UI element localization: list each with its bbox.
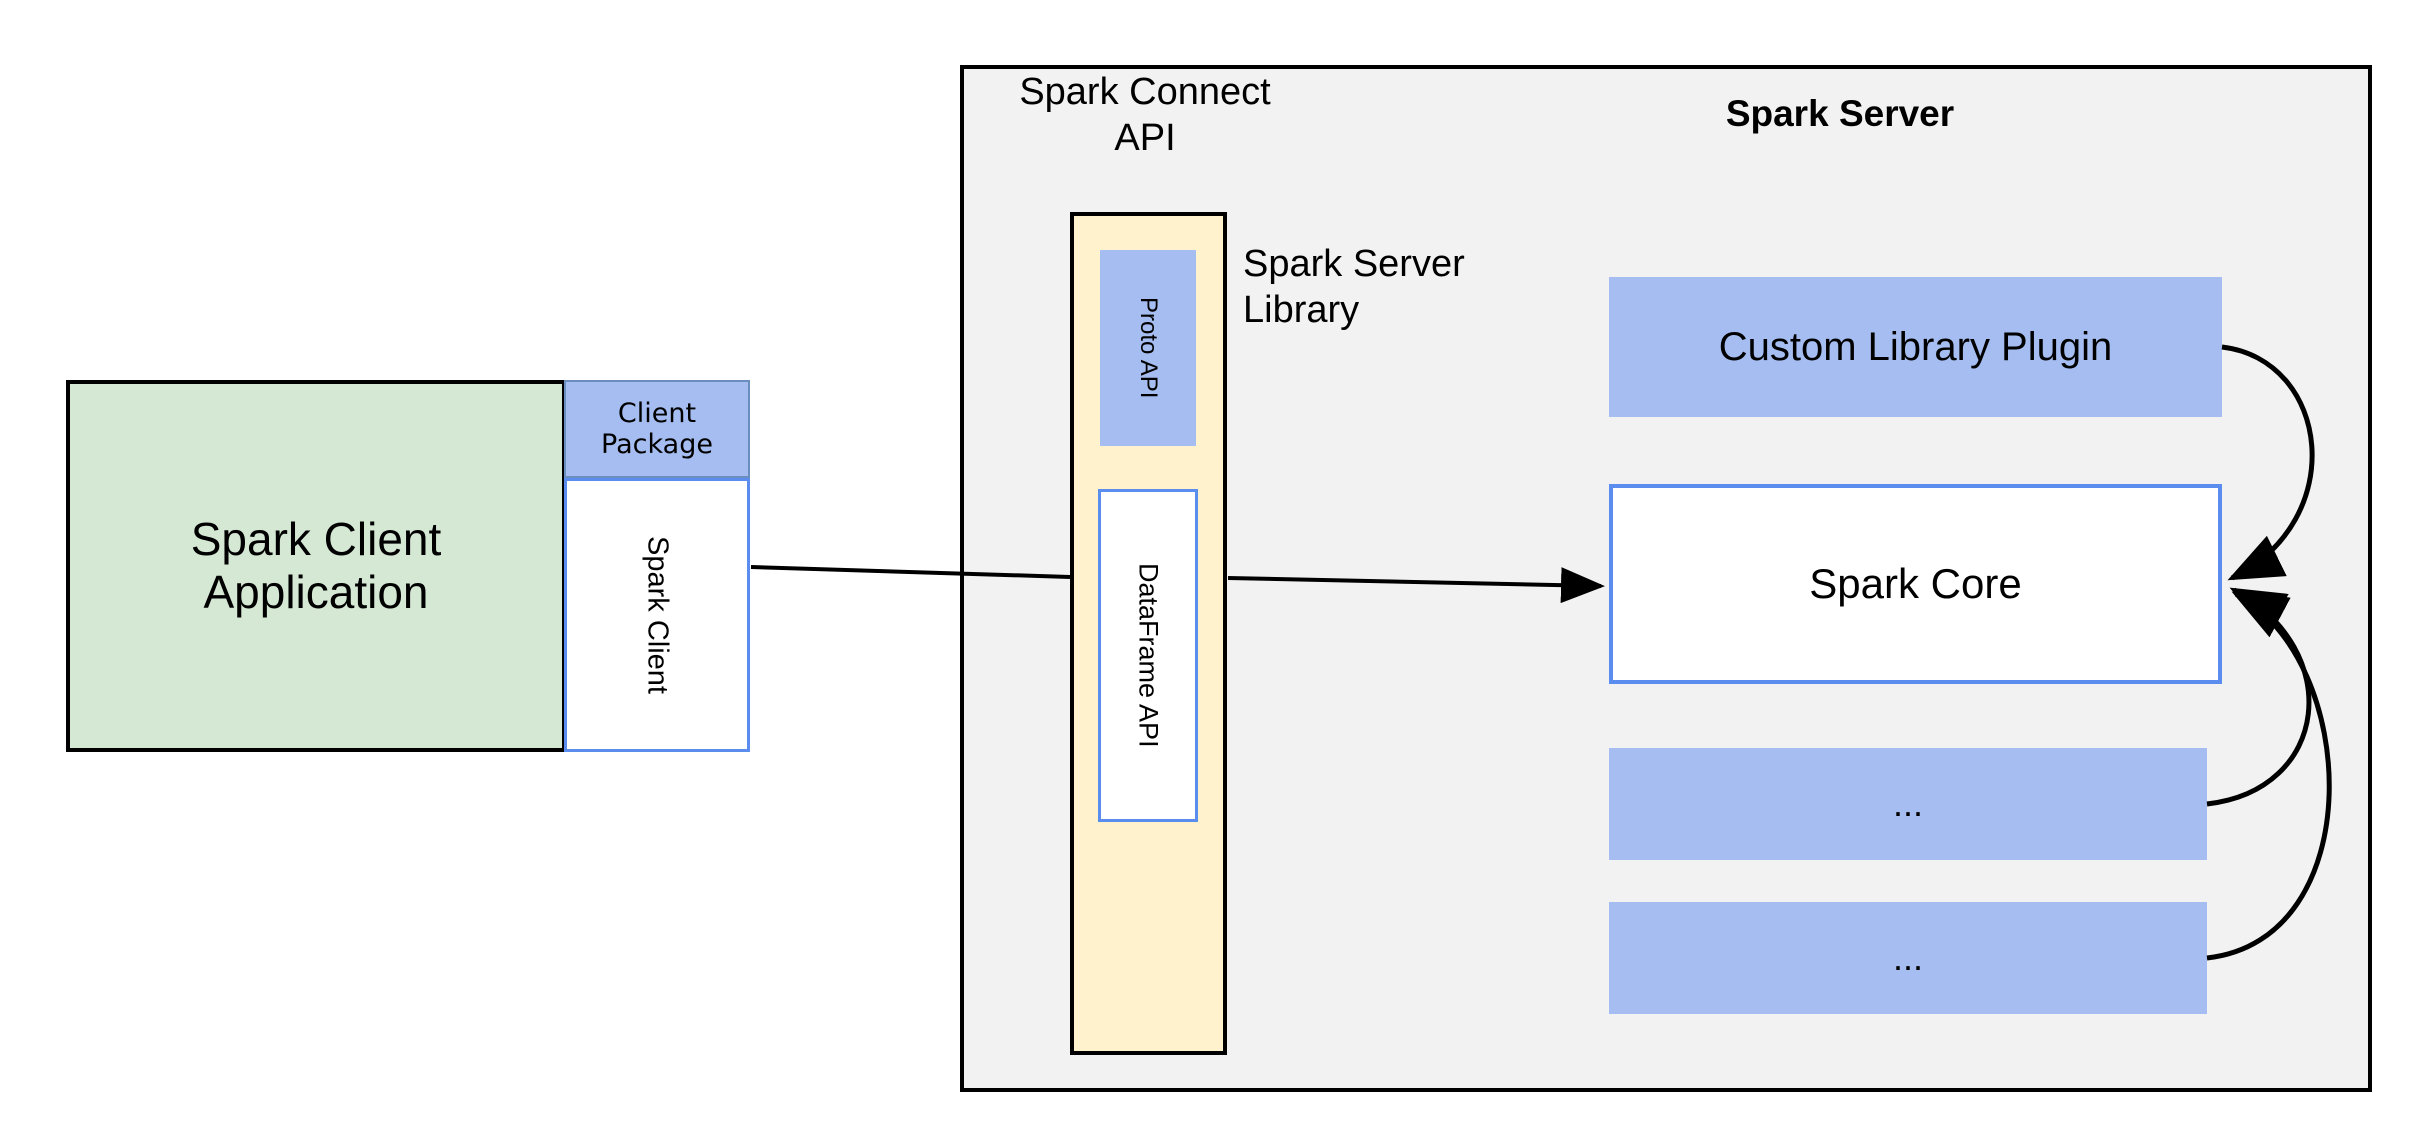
server-component-ellipsis-1[interactable]: ... <box>1609 748 2207 860</box>
spark-client-label: Spark Client <box>641 536 674 694</box>
proto-api-box[interactable]: Proto API <box>1100 250 1196 446</box>
spark-connect-api-label: Spark Connect API <box>1019 71 1271 159</box>
spark-core-box[interactable]: Spark Core <box>1609 484 2222 684</box>
server-component-ellipsis-2[interactable]: ... <box>1609 902 2207 1014</box>
dataframe-api-label: DataFrame API <box>1133 563 1164 748</box>
spark-client-application-box[interactable]: Spark Client Application <box>66 380 566 752</box>
spark-client-box[interactable]: Spark Client <box>564 478 750 752</box>
spark-server-title: Spark Server <box>1725 93 1955 134</box>
client-package-box[interactable]: Client Package <box>564 380 750 478</box>
custom-library-plugin-box[interactable]: Custom Library Plugin <box>1609 277 2222 417</box>
spark-server-library-label: Spark Server Library <box>1243 243 1465 331</box>
dataframe-api-box[interactable]: DataFrame API <box>1098 489 1198 822</box>
proto-api-label: Proto API <box>1134 297 1162 399</box>
